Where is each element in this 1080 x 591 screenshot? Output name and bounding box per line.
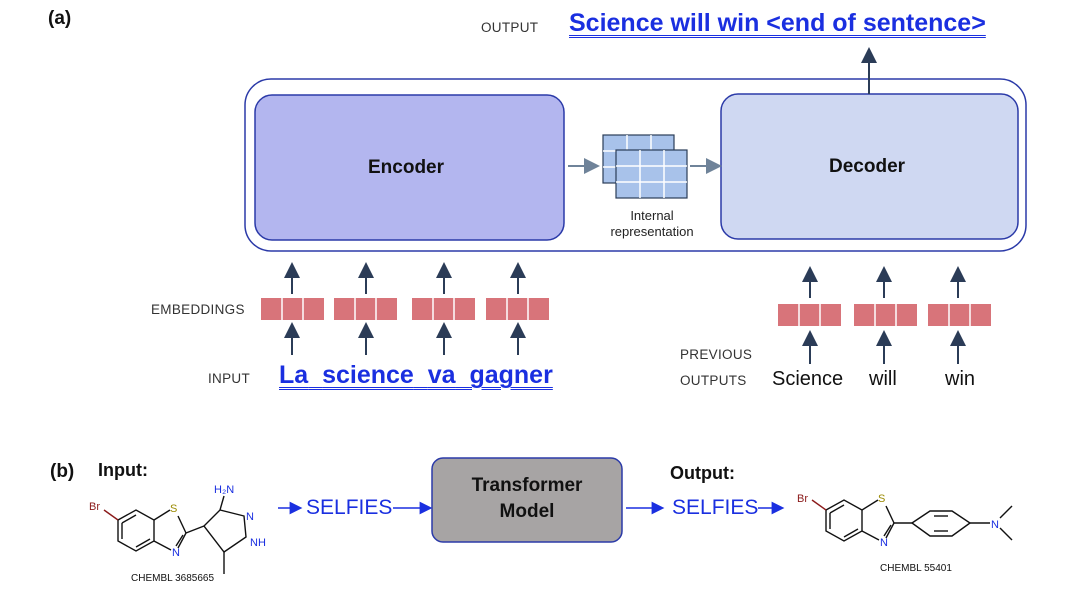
- decoder-label: Decoder: [829, 156, 906, 177]
- encoder-embeddings: [261, 262, 549, 355]
- atom-n-3: N: [880, 537, 888, 549]
- selfies-right-label: SELFIES: [672, 496, 759, 519]
- embedding-vector: [778, 304, 841, 326]
- encoder-label: Encoder: [368, 157, 445, 178]
- embedding-vector: [412, 298, 475, 320]
- input-sentence: La science va gagner: [279, 363, 553, 388]
- input-word: science: [322, 361, 414, 389]
- selfies-pipeline: Br S N H₂N N NH CHEMBL 3685665: [89, 457, 1013, 584]
- output-molecule-structure: [811, 499, 1013, 542]
- transformer-diagram: [244, 47, 1027, 364]
- atom-n-2: N: [246, 511, 254, 523]
- embedding-vector: [854, 304, 917, 326]
- previous-output-word: Science: [772, 368, 844, 390]
- selfies-left-label: SELFIES: [306, 496, 393, 519]
- molecule-2-id: CHEMBL 55401: [880, 563, 952, 574]
- output-sentence: Science will win <end of sentence>: [569, 9, 986, 37]
- input-caption: INPUT: [208, 371, 250, 386]
- transformer-model-label-2: Model: [499, 501, 555, 522]
- previous-outputs-caption-2: OUTPUTS: [680, 373, 747, 388]
- internal-representation-label-1: Internal: [630, 208, 674, 223]
- atom-nh: NH: [250, 537, 266, 549]
- embedding-vector: [486, 298, 549, 320]
- atom-nh2: H₂N: [214, 484, 234, 496]
- output-caption: OUTPUT: [481, 20, 539, 35]
- internal-representation-icon: [602, 134, 688, 199]
- atom-br-2: Br: [797, 493, 808, 505]
- embedding-vector: [334, 298, 397, 320]
- panel-a-label: (a): [48, 8, 72, 29]
- embedding-vector: [261, 298, 324, 320]
- internal-representation-label-2: representation: [610, 224, 694, 239]
- previous-output-word: will: [869, 368, 897, 390]
- input-title: Input:: [98, 460, 148, 480]
- previous-outputs-caption-1: PREVIOUS: [680, 347, 753, 362]
- atom-s-2: S: [878, 493, 885, 505]
- panel-b-label: (b): [50, 461, 75, 482]
- previous-output-word: win: [945, 368, 976, 390]
- transformer-model-label-1: Transformer: [471, 475, 583, 496]
- embedding-vector: [928, 304, 991, 326]
- transformer-model-box: [431, 457, 623, 543]
- transformer-container: [244, 78, 1027, 252]
- atom-n-1: N: [172, 547, 180, 559]
- atom-s-1: S: [170, 503, 177, 515]
- decoder-embeddings: [778, 266, 991, 364]
- input-molecule-structure: [103, 495, 247, 574]
- input-word: va: [427, 361, 456, 389]
- encoder-block: [254, 94, 565, 241]
- input-word: gagner: [469, 361, 553, 389]
- input-word: La: [279, 361, 309, 389]
- embeddings-caption: EMBEDDINGS: [151, 302, 245, 317]
- molecule-1-id: CHEMBL 3685665: [131, 573, 214, 584]
- atom-br-1: Br: [89, 501, 100, 513]
- atom-n-4: N: [991, 519, 999, 531]
- output-title: Output:: [670, 463, 735, 483]
